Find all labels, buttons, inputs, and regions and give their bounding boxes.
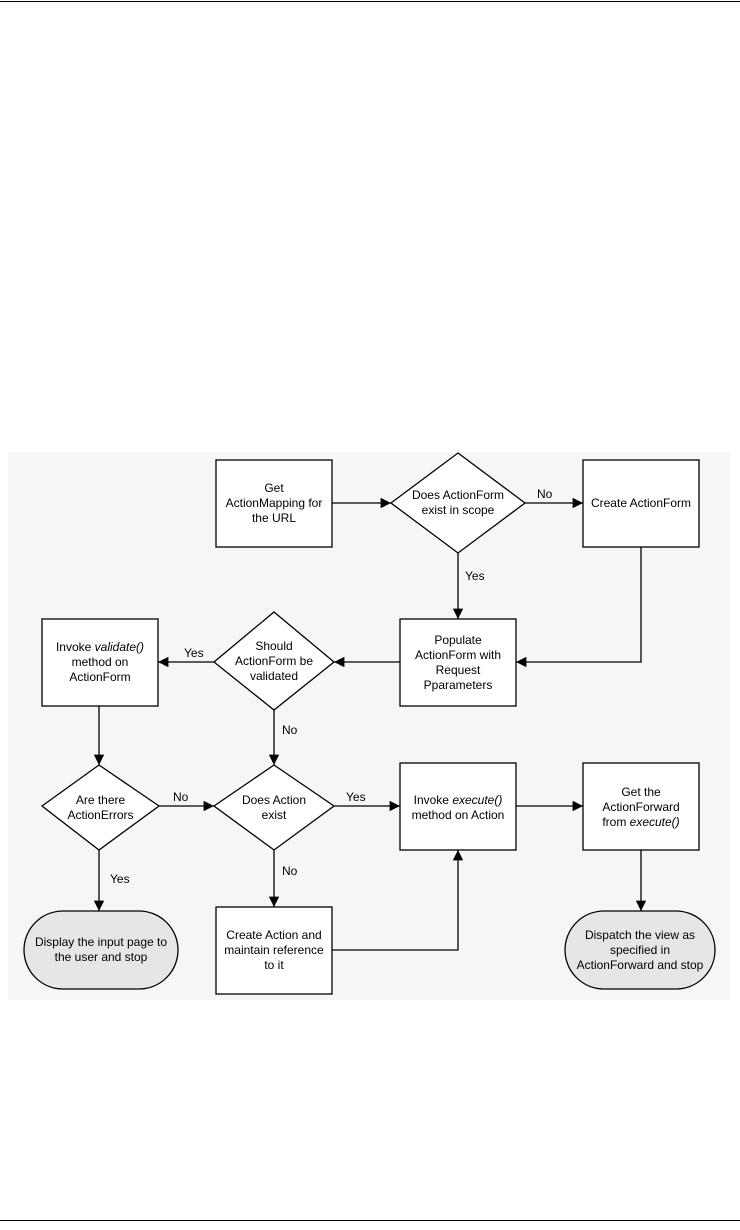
should-validate-line-1: Should [255,638,293,653]
create-action-line-1: Create Action and [226,928,322,942]
get-forward-label: Get the ActionForward from execute() [583,763,699,850]
invoke-validate-line-2: method on [71,655,129,669]
display-input-line-2: the user and stop [54,950,148,964]
create-form-label: Create ActionForm [583,460,699,547]
display-input-terminal [23,910,179,990]
invoke-execute-prefix: Invoke [413,793,453,807]
action-exists-line-2: exist [261,807,287,822]
get-forward-line-2: ActionForward [602,800,680,814]
are-errors-line-1: Are there [75,792,126,807]
action-exists-no-label: No [282,864,298,878]
dispatch-view-line-3: ActionForward and stop [576,957,704,972]
are-errors-yes-label: Yes [110,872,130,886]
form-exists-line-2: exist in scope [421,503,495,517]
page-bottom-rule [0,1220,740,1221]
arrow-create-action-to-execute [332,850,464,951]
action-exists-label: Does Action exist [214,765,334,850]
invoke-execute-line-2: method on Action [411,808,505,822]
populate-form-line-4: Pparameters [423,677,493,692]
should-validate-no-label: No [282,723,298,737]
invoke-validate-method: validate() [94,640,145,654]
populate-form-line-1: Populate [434,632,482,647]
create-form-line-1: Create ActionForm [590,496,692,510]
are-errors-line-2: ActionErrors [67,807,134,822]
dispatch-view-line-1: Dispatch the view as [584,927,696,942]
invoke-execute-label: Invoke execute() method on Action [400,763,516,850]
arrow-create-form-to-populate [516,547,642,668]
invoke-validate-box [41,618,159,707]
populate-form-line-3: Request [435,662,481,677]
dispatch-view-line-2: specified in [609,942,671,957]
dispatch-view-terminal [564,910,716,990]
invoke-execute-line-1: Invoke execute() [412,793,505,808]
populate-form-line-2: ActionForm with [414,647,502,662]
display-input-line-1: Display the input page to [34,935,168,949]
get-mapping-line-3: the URL [251,511,296,525]
display-input-label: Display the input page to the user and s… [24,911,178,989]
should-validate-yes-label: Yes [184,646,204,660]
get-forward-line-1: Get the [621,785,661,799]
get-forward-method: execute() [629,815,680,829]
get-mapping-label: Get ActionMapping for the URL [216,460,332,547]
are-errors-no-label: No [173,790,189,804]
dispatch-view-label: Dispatch the view as specified in Action… [565,911,715,989]
create-action-label: Create Action and maintain reference to … [216,907,332,994]
are-errors-label: Are there ActionErrors [42,765,159,850]
get-forward-box [582,762,700,851]
form-exists-line-1: Does ActionForm [411,488,505,502]
invoke-execute-box [399,762,517,851]
should-validate-line-2: ActionForm be [234,653,314,668]
invoke-validate-line-1: Invoke validate() [56,640,144,655]
action-exists-yes-label: Yes [346,790,366,804]
form-exists-label: Does ActionForm exist in scope [391,453,525,553]
create-action-line-2: maintain reference [224,943,324,957]
get-forward-prefix: from [602,815,630,829]
populate-form-label: Populate ActionForm with Request Pparame… [400,619,516,706]
invoke-validate-prefix: Invoke [55,640,95,654]
action-exists-line-1: Does Action [241,792,307,807]
page-top-rule [0,1,740,2]
get-mapping-line-1: Get [264,481,284,495]
get-mapping-line-2: ActionMapping for [225,496,323,510]
get-forward-line-3: from execute() [602,815,679,830]
invoke-execute-method: execute() [452,793,503,807]
should-validate-label: Should ActionForm be validated [214,612,334,710]
create-action-line-3: to it [264,958,284,972]
form-exists-no-label: No [537,487,553,501]
get-mapping-box [215,459,333,548]
should-validate-line-3: validated [249,668,299,683]
form-exists-yes-label: Yes [465,569,485,583]
invoke-validate-line-3: ActionForm [69,670,131,684]
invoke-validate-label: Invoke validate() method on ActionForm [42,619,158,706]
